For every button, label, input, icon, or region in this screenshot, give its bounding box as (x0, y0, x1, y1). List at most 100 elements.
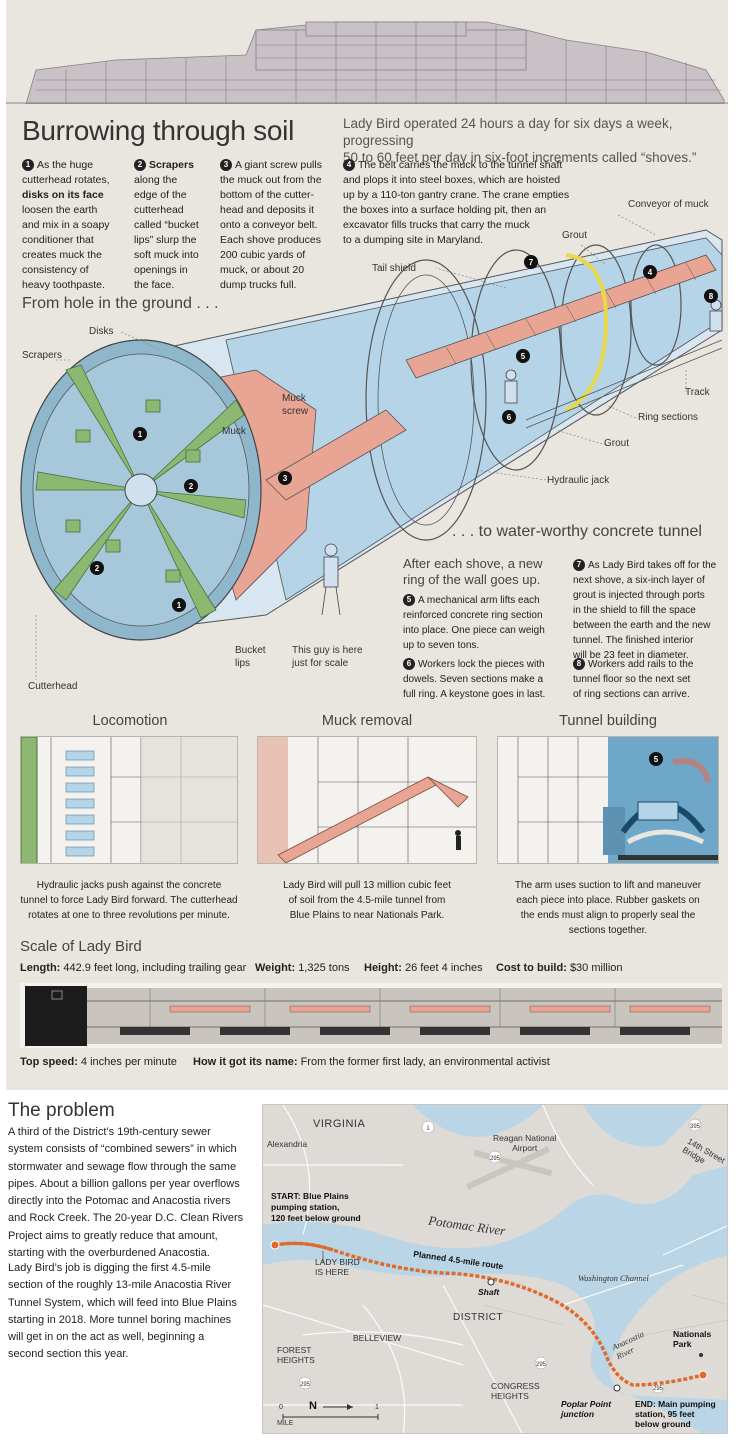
item-line: between the earth and the new (573, 620, 711, 631)
label-track: Track (685, 387, 710, 398)
caption-line: of soil from the 4.5-mile tunnel from (288, 895, 446, 906)
item-line: reinforced concrete ring section (403, 610, 543, 621)
step-number-badge: 4 (343, 159, 355, 171)
marker-label: 4 (648, 268, 653, 277)
step-1-line: and mix in a soapy (22, 219, 110, 231)
step-4-line: excavator fills trucks that carry the mu… (343, 219, 530, 231)
caption-line: Hydraulic jacks push against the concret… (36, 880, 222, 891)
step-1-line: conditioner that (22, 234, 94, 246)
map-scale-unit: MILE (277, 1420, 294, 1427)
step-2-line: edge of the (134, 189, 187, 201)
diagram-markers: 1 1 2 2 3 4 5 6 7 8 (90, 255, 718, 612)
caption-line: each piece into place. Rubber gaskets on (516, 895, 700, 906)
step-4-line: up by a 110-ton gantry crane. The crane … (343, 189, 570, 201)
label-conveyor: Conveyor of muck (628, 199, 709, 210)
step-3-line: dump trucks full. (220, 279, 297, 291)
after-shove-heading: After each shove, a new ring of the wall… (403, 556, 542, 588)
highway-shield: 395 (690, 1124, 701, 1130)
caption-line: Blue Plains to near Nationals Park. (289, 910, 445, 921)
step-number-badge: 2 (134, 159, 146, 171)
step-number-badge: 5 (403, 594, 415, 606)
marker-label: 1 (138, 430, 143, 439)
step-2-line: the face. (134, 279, 175, 291)
map-washington-channel: Washington Channel (578, 1273, 649, 1283)
stadium-illustration (6, 0, 728, 104)
item-line: into place. One piece can weigh (403, 625, 545, 636)
problem-line: Tunnel System, which will feed into Blue… (8, 1296, 237, 1309)
item-line: will be 23 feet in diameter. (573, 650, 689, 661)
problem-line: pipes. About a billion gallons per year … (8, 1177, 240, 1190)
tunnel-building-illustration: 5 (517, 737, 718, 863)
marker-label: 3 (283, 474, 288, 483)
problem-line: starting with the overburdened Anacostia… (8, 1247, 210, 1260)
step-4-line: to a dumping site in Maryland. (343, 234, 484, 246)
highway-shield: 295 (536, 1362, 547, 1368)
item-line: tunnel floor so the next set (573, 674, 691, 685)
step-1-line: loosen the earth (22, 204, 98, 216)
caption-line: tunnel to force Lady Bird forward. The c… (20, 895, 238, 906)
caption-line: rotates at one to three revolutions per … (28, 910, 230, 921)
step-4-line: the boxes into a surface holding pit, th… (343, 204, 547, 216)
map-shaft: Shaft (478, 1287, 500, 1297)
label-grout-top: Grout (562, 230, 588, 241)
problem-line: A third of the District’s 19th-century s… (8, 1126, 211, 1138)
highway-shield: 295 (300, 1382, 311, 1388)
label-muck: Muck (222, 426, 246, 437)
label-cutterhead: Cutterhead (28, 681, 78, 692)
map-alexandria: Alexandria (267, 1139, 308, 1149)
after-shove-heading-line: After each shove, a new (403, 556, 543, 571)
stat-cost: Cost to build: $30 million (496, 962, 623, 974)
panel-title-locomotion: Locomotion (92, 713, 168, 729)
problem-line: starting in 2018. More tunnel boring mac… (8, 1313, 232, 1326)
step-number-badge: 6 (403, 658, 415, 670)
problem-line: will get in on the act as well, beginnin… (8, 1331, 205, 1344)
caption-line: Lady Bird will pull 13 million cubic fee… (283, 880, 451, 891)
muck-removal-illustration (258, 737, 476, 863)
stat-length: Length: 442.9 feet long, including trail… (20, 962, 247, 974)
marker-label: 2 (95, 564, 100, 573)
stat-name-origin: How it got its name: From the former fir… (193, 1056, 550, 1068)
stat-weight: Weight: 1,325 tons (255, 962, 350, 974)
step-1-line: heavy toothpaste. (22, 279, 105, 291)
problem-line: and Rock Creek. The 20-year D.C. Clean R… (8, 1212, 244, 1225)
item-line: full ring. A keystone goes in last. (403, 689, 546, 700)
problem-line: system consists of “combined sewers” in … (8, 1143, 237, 1156)
map-scale-zero: 0 (279, 1404, 283, 1411)
hole-heading: From hole in the ground . . . (22, 295, 219, 312)
highway-shield: 295 (490, 1156, 501, 1162)
caption-line: The arm uses suction to lift and maneuve… (514, 880, 702, 891)
after-shove-heading-line: ring of the wall goes up. (403, 572, 541, 587)
intro-line: 50 to 60 feet per day in six-foot increm… (343, 150, 697, 165)
locomotion-illustration (21, 737, 237, 863)
stat-top-speed: Top speed: 4 inches per minute (20, 1056, 177, 1068)
step-1-line: disks on its face (22, 189, 104, 201)
muck-removal-caption: Lady Bird will pull 13 million cubic fee… (257, 878, 477, 923)
map: 1 295 295 295 295 395 VIRGINIA Alexandri… (262, 1104, 728, 1434)
map-belleview: BELLEVIEW (353, 1333, 402, 1343)
panel-marker: 5 (654, 755, 659, 764)
panel-title-muck-removal: Muck removal (321, 713, 413, 729)
problem-line: stormwater and sewage flow through the s… (8, 1160, 237, 1173)
north-arrow-icon: N (309, 1400, 317, 1412)
step-1-line: creates muck the (22, 249, 102, 261)
problem-line: Lady Bird’s job is digging the first 4.5… (8, 1262, 211, 1274)
highway-shield: 295 (653, 1386, 664, 1392)
problem-line: section of the roughly 13-mile Anacostia… (8, 1279, 232, 1292)
step-3-line: onto a conveyor belt. (220, 219, 318, 231)
